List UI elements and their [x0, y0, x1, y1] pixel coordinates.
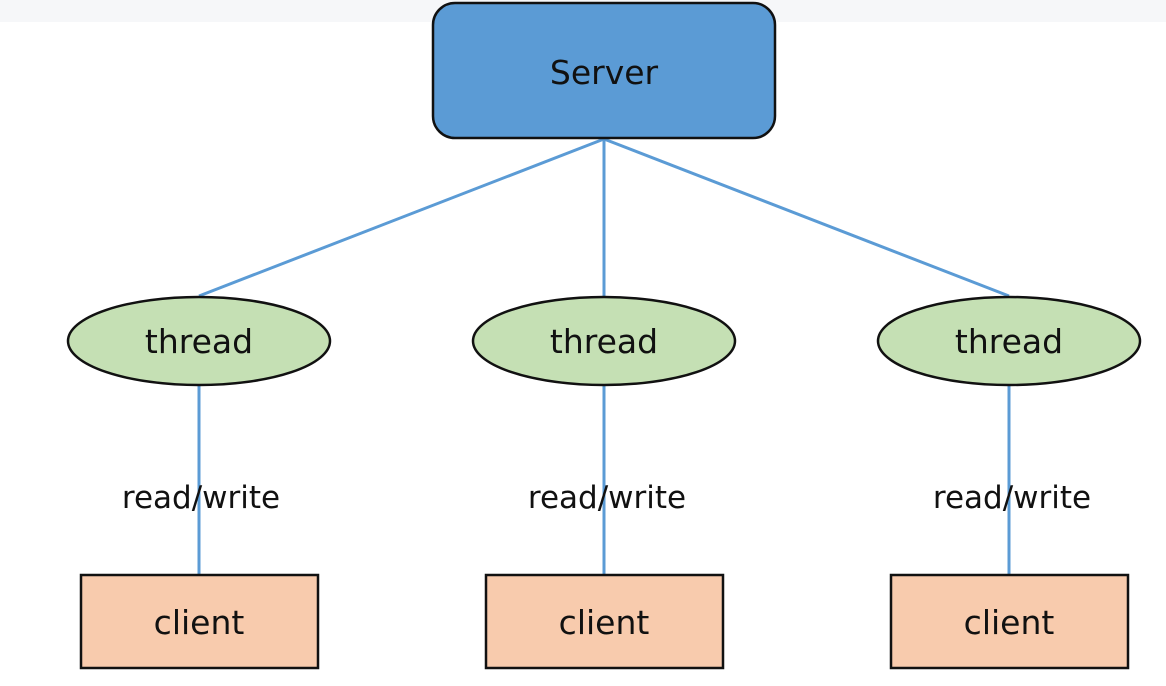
thread-ellipse-2: [471, 295, 737, 387]
server-node: Server: [431, 1, 777, 140]
client-node-1: client: [79, 573, 320, 670]
thread-node-2: thread: [471, 295, 737, 387]
thread-label-1: thread: [145, 322, 253, 361]
connector-server-thread-1: [198, 137, 605, 298]
client-label-2: client: [559, 603, 650, 642]
edge-label-2: read/write: [528, 480, 686, 516]
edge-label-3: read/write: [933, 480, 1091, 516]
thread-label-3: thread: [955, 322, 1063, 361]
thread-label-2: thread: [550, 322, 658, 361]
thread-ellipse-3: [876, 295, 1142, 387]
client-label-3: client: [964, 603, 1055, 642]
client-box-1: [79, 573, 320, 670]
thread-node-1: thread: [66, 295, 332, 387]
edge-label-1: read/write: [122, 480, 280, 516]
server-box: [431, 1, 777, 140]
client-box-3: [889, 573, 1130, 670]
connector-server-thread-3: [603, 137, 1010, 298]
thread-ellipse-1: [66, 295, 332, 387]
client-box-2: [484, 573, 725, 670]
client-node-2: client: [484, 573, 725, 670]
server-label: Server: [550, 53, 659, 92]
client-label-1: client: [154, 603, 245, 642]
thread-node-3: thread: [876, 295, 1142, 387]
client-node-3: client: [889, 573, 1130, 670]
